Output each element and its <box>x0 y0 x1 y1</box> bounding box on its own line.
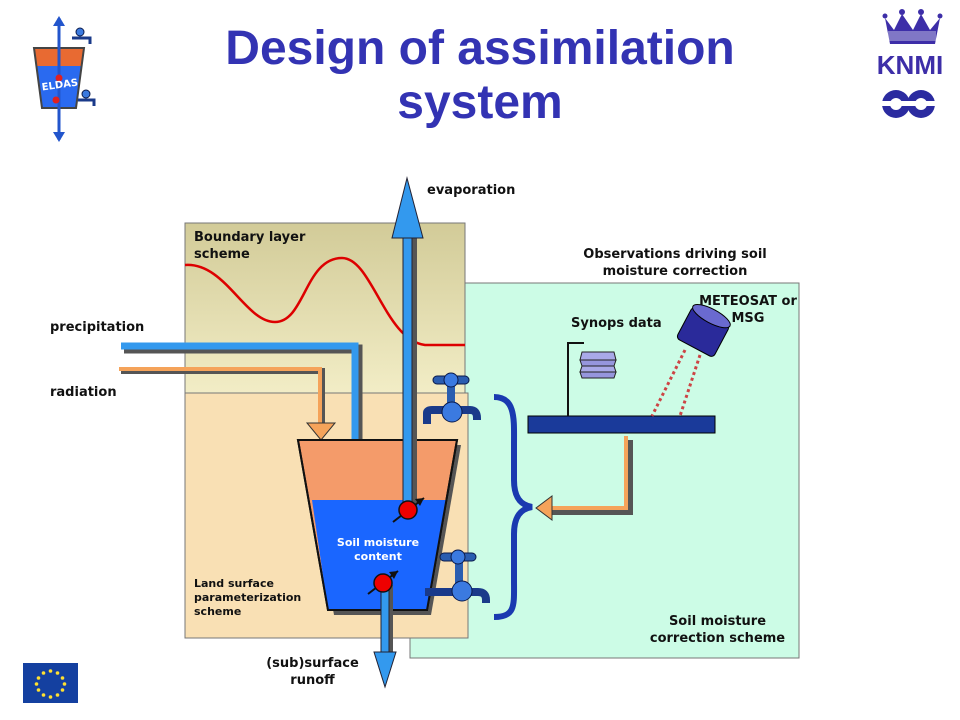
synops-pole <box>567 342 584 416</box>
soil-bucket <box>296 439 461 615</box>
land-surface-label: Land surface parameterization scheme <box>194 577 302 618</box>
synops-label: Synops data <box>571 316 662 331</box>
runoff-arrow <box>373 581 397 689</box>
ecmwf-logo <box>878 90 940 118</box>
satellite-beam <box>678 354 702 417</box>
eu-flag-icon <box>23 663 78 703</box>
meteosat-label: METEOSAT or MSG <box>699 294 797 326</box>
boundary-layer-box <box>184 222 466 394</box>
eldas-logo <box>32 16 96 142</box>
tap-lower-icon <box>425 549 490 603</box>
boundary-layer-curve <box>184 256 465 347</box>
correction-brace <box>493 394 533 620</box>
evaporation-label: evaporation <box>427 183 516 198</box>
precipitation-label: precipitation <box>50 320 145 335</box>
satellite-icon <box>676 303 731 357</box>
runoff-label: (sub)surface runoff <box>266 656 359 688</box>
ground-platform <box>527 415 716 434</box>
boundary-layer-label: Boundary layer scheme <box>194 230 306 262</box>
valve-upper <box>392 497 425 523</box>
radiation-arrow <box>119 367 337 441</box>
satellite-beam <box>650 349 687 417</box>
page-title: Design of assimilation system <box>225 22 735 129</box>
correction-scheme-label: Soil moisture correction scheme <box>649 614 786 646</box>
knmi-crown-icon <box>882 9 943 44</box>
correction-arrow <box>535 436 633 521</box>
tap-upper-icon <box>423 372 481 424</box>
observations-label: Observations driving soil moisture corre… <box>583 247 767 279</box>
soil-moisture-content-label: Soil moisture content <box>336 536 420 563</box>
knmi-logo-text: KNMI <box>876 50 944 80</box>
valve-lower <box>367 570 399 595</box>
synops-station-icon <box>579 351 617 379</box>
radiation-label: radiation <box>50 385 117 400</box>
